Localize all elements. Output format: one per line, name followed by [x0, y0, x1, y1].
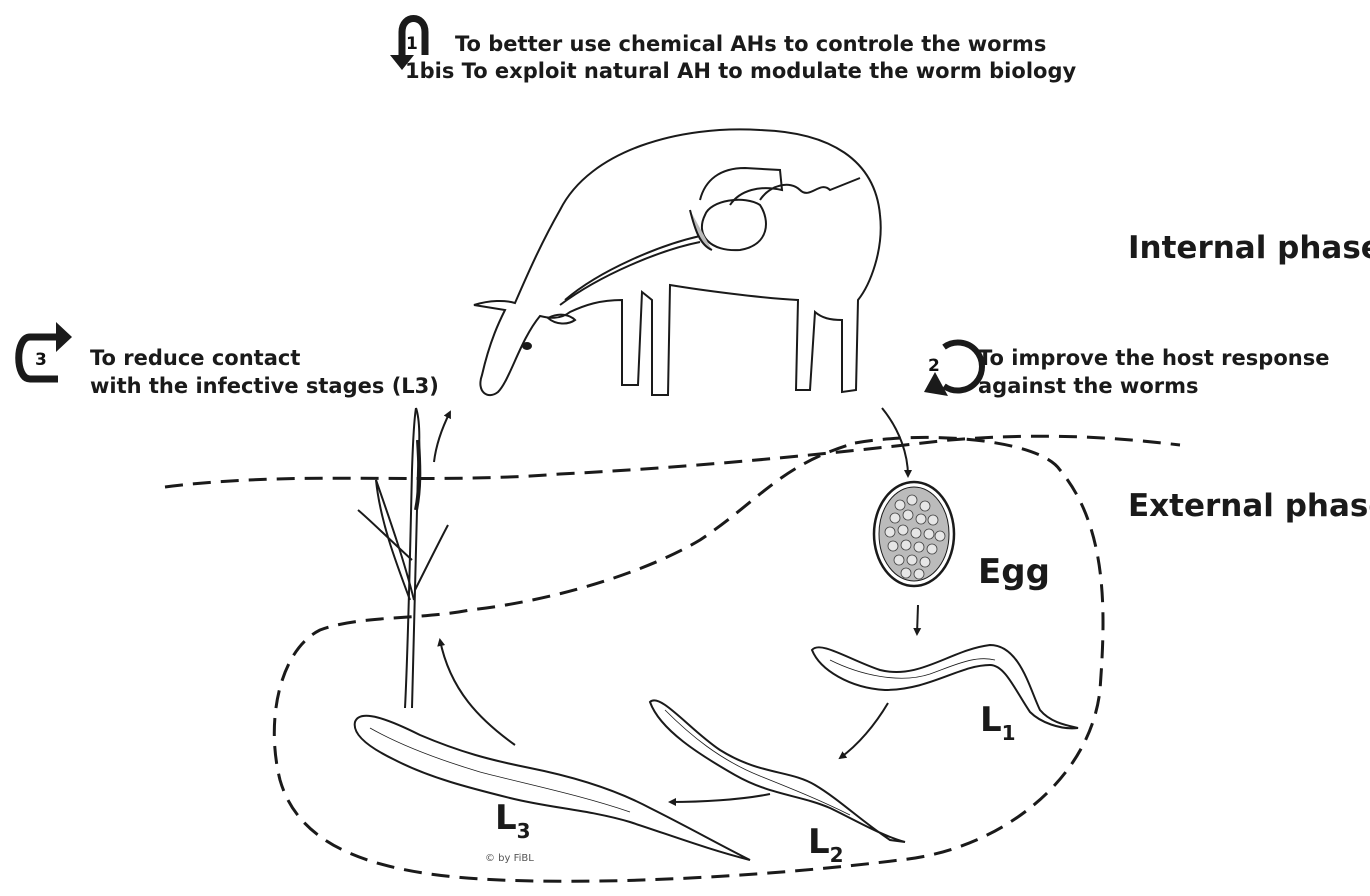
internal-phase-label: Internal phase	[1128, 230, 1370, 266]
larva-l1-illustration	[812, 645, 1078, 728]
larva-l2-illustration	[650, 700, 905, 842]
strategy-1-number: 1	[406, 34, 418, 54]
egg-label: Egg	[978, 552, 1050, 592]
external-phase-label: External phase	[1128, 488, 1370, 524]
arrow-grass-to-sheep	[434, 412, 450, 462]
strategy-3-number: 3	[35, 350, 47, 370]
strategy-3-line2: with the infective stages (L3)	[90, 373, 439, 400]
strategy-2-number: 2	[928, 356, 940, 376]
phase-boundary-line	[165, 436, 1180, 487]
strategy-3-line1: To reduce contact	[90, 345, 300, 372]
egg-illustration	[874, 482, 954, 586]
strategy-2-line1: To improve the host response	[978, 345, 1329, 372]
strategy-1-line2: 1bis To exploit natural AH to modulate t…	[405, 58, 1076, 85]
l1-label: L1	[980, 700, 1016, 740]
l2-label: L2	[808, 822, 844, 862]
arrow-l3-to-grass	[440, 640, 515, 745]
strategy-2-line2: against the worms	[978, 373, 1198, 400]
arrow-l1-to-l2	[840, 703, 888, 758]
arrow-l2-to-l3	[670, 794, 770, 802]
pasture-zone-outline	[274, 437, 1103, 881]
arrow-egg-to-l1	[917, 605, 918, 634]
arrow-sheep-to-egg	[882, 408, 908, 476]
copyright-label: © by FiBL	[485, 853, 534, 864]
larva-l3-illustration	[355, 716, 750, 860]
sheep-illustration	[474, 129, 881, 395]
strategy-1-line1: To better use chemical AHs to controle t…	[455, 31, 1046, 58]
l3-label: L3	[495, 798, 531, 838]
